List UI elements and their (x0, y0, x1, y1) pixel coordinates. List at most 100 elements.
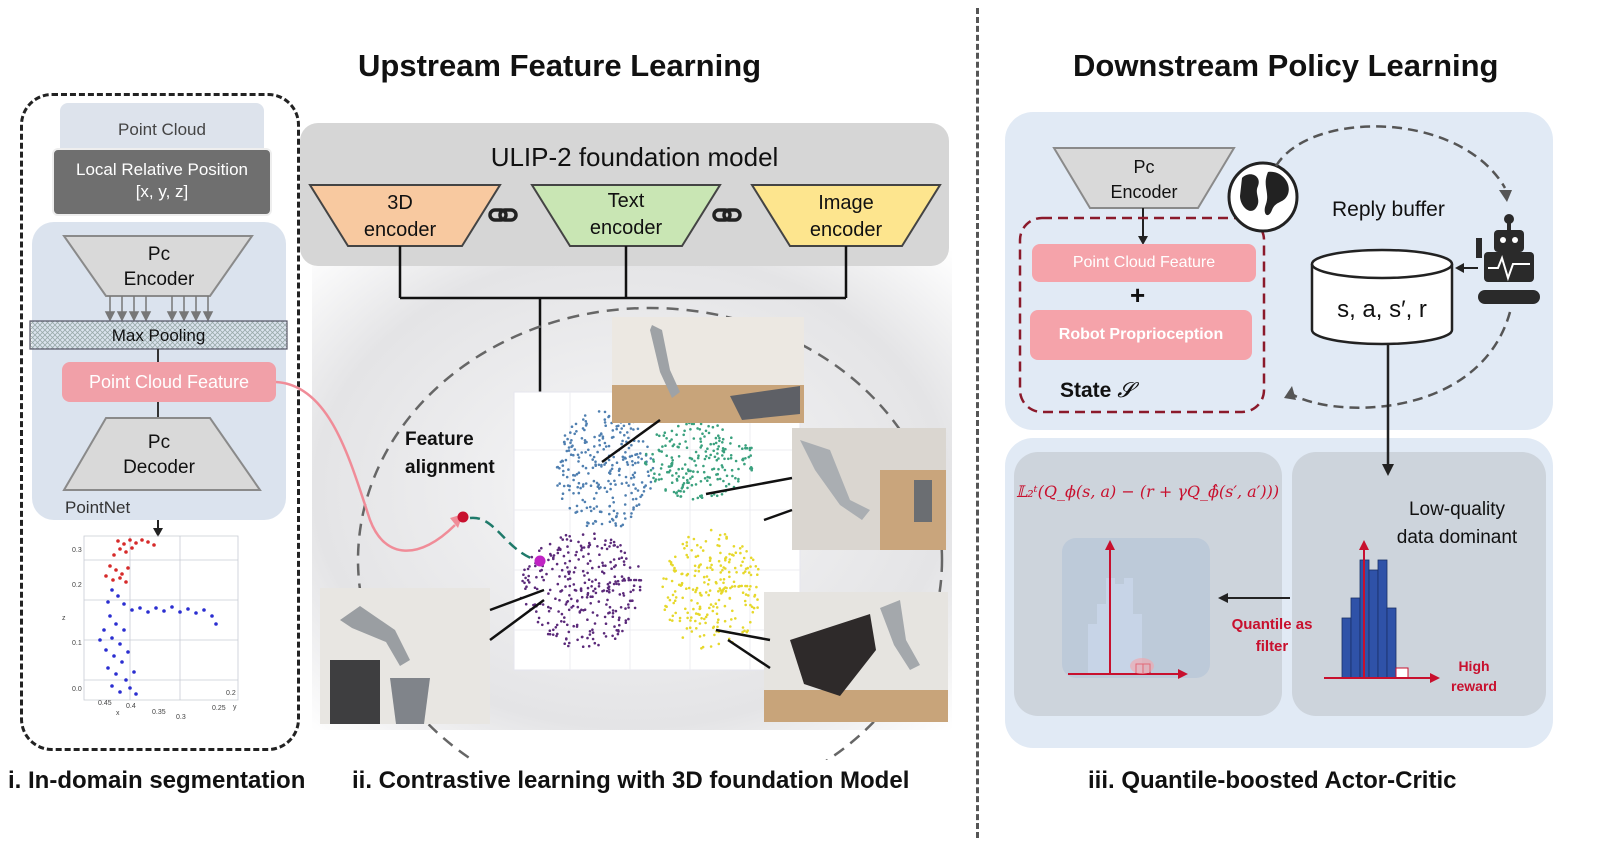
tsne-point (749, 556, 753, 560)
tsne-point (547, 609, 551, 613)
tsne-point (583, 414, 587, 417)
tsne-point (603, 463, 606, 466)
tsne-point (627, 576, 630, 580)
tsne-point (594, 460, 597, 464)
tsne-point (595, 491, 598, 495)
image-encoder-line1: Image (818, 192, 874, 214)
tsne-point (664, 444, 667, 448)
tsne-point (600, 463, 603, 467)
tsne-point (653, 472, 656, 476)
tsne-point (703, 617, 706, 621)
policy-feature-label: Point Cloud Feature (1072, 254, 1216, 271)
tsne-point (545, 572, 548, 576)
tsne-point (688, 626, 692, 629)
tsne-point (721, 449, 724, 453)
tsne-point (608, 611, 611, 614)
tsne-point (677, 455, 681, 458)
tsne-point (715, 494, 719, 498)
tsne-point (576, 600, 579, 603)
tsne-point (586, 586, 590, 590)
tsne-point (589, 454, 592, 457)
policy-encoder-line2: Encoder (1110, 182, 1178, 202)
tsne-point (628, 422, 631, 426)
tsne-point (685, 472, 688, 475)
tsne-point (572, 453, 575, 457)
tsne-point (575, 625, 579, 628)
tsne-point (683, 429, 686, 433)
tsne-point (521, 579, 524, 583)
tsne-point (737, 467, 740, 471)
tsne-point (530, 555, 534, 559)
tsne-point (616, 579, 620, 583)
tsne-point (665, 437, 668, 440)
tsne-point (684, 607, 687, 611)
tsne-point (613, 637, 617, 640)
tsne-point (756, 606, 759, 609)
tsne-point (620, 442, 623, 446)
local-position-box: Local Relative Position [x, y, z] (52, 148, 272, 216)
reply-buffer-label: Reply buffer (1332, 198, 1445, 221)
tsne-point (667, 465, 671, 468)
tsne-point (687, 481, 690, 485)
tsne-point (582, 483, 585, 486)
tsne-point (616, 512, 619, 515)
tsne-point (652, 476, 655, 480)
tsne-point (577, 456, 581, 459)
tsne-point (575, 550, 578, 554)
tsne-point (611, 634, 614, 638)
plot-tick: 0.25 (212, 705, 226, 712)
tsne-point (618, 616, 621, 619)
low-quality-line1: Low-quality (1408, 499, 1506, 520)
tsne-point (661, 585, 664, 589)
text-encoder-trapezoid (530, 184, 722, 247)
state-label-text: State (1060, 379, 1112, 402)
tsne-point (702, 470, 706, 474)
tsne-point (663, 431, 667, 435)
tsne-point (569, 539, 573, 542)
tsne-point (601, 589, 604, 593)
histogram-bar (1368, 569, 1379, 679)
tsne-point (723, 533, 727, 536)
tsne-point (709, 453, 712, 457)
tsne-point (704, 591, 708, 594)
link-icon (488, 208, 518, 222)
tsne-point (670, 429, 674, 433)
tsne-point (611, 496, 615, 500)
tsne-point (719, 551, 722, 555)
tsne-point (717, 445, 720, 448)
tsne-point (605, 547, 609, 551)
tsne-point (659, 467, 663, 470)
tsne-point (580, 437, 584, 440)
tsne-point (622, 594, 626, 597)
tsne-point (725, 536, 728, 540)
tsne-point (528, 581, 531, 584)
tsne-point (685, 627, 689, 630)
tsne-point (523, 568, 526, 572)
tsne-point (597, 410, 601, 413)
tsne-point (601, 561, 604, 565)
tsne-point (740, 584, 743, 588)
tsne-point (679, 495, 682, 498)
tsne-point (715, 473, 718, 476)
tsne-point (670, 456, 674, 459)
tsne-point (584, 424, 588, 427)
tsne-point (559, 536, 563, 539)
tsne-point (616, 545, 619, 549)
tsne-point (676, 494, 679, 498)
tsne-point (682, 482, 686, 485)
tsne-point (609, 469, 612, 473)
tsne-point (593, 622, 597, 625)
tsne-point (678, 619, 682, 623)
tsne-point (751, 610, 755, 614)
tsne-point (606, 598, 609, 602)
tsne-point (729, 625, 732, 628)
tsne-point (633, 606, 637, 610)
tsne-point (649, 487, 652, 490)
tsne-point (548, 542, 552, 546)
critic-loss-formula: 𝕃₂ᵗ(Q_ϕ(s, a) − (r + γQ_ϕ̂(s′, a′))) (1016, 482, 1280, 501)
tsne-point (612, 544, 616, 547)
tsne-point (688, 456, 692, 460)
tsne-point (683, 463, 687, 466)
tsne-point (694, 619, 697, 623)
tsne-point (583, 581, 587, 585)
